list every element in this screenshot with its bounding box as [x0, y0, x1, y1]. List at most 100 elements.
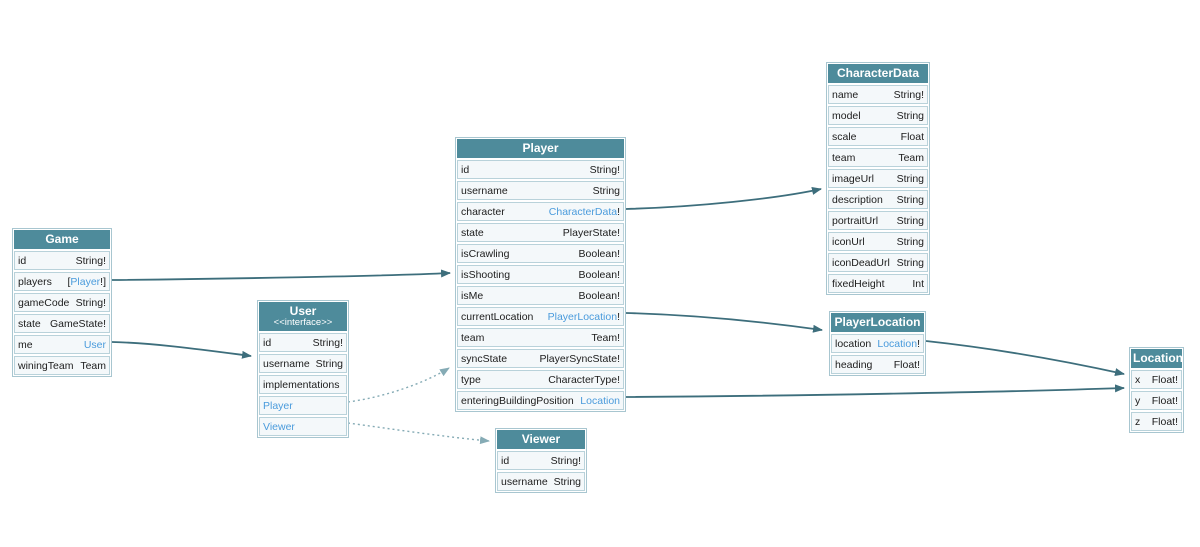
- field-name: model: [832, 109, 861, 122]
- field-row-z[interactable]: z Float!: [1131, 412, 1182, 431]
- field-row-fixedHeight[interactable]: fixedHeight Int: [828, 274, 928, 293]
- field-row-state[interactable]: state PlayerState!: [457, 223, 624, 242]
- type-text: CharacterType!: [548, 373, 620, 386]
- field-name: scale: [832, 130, 857, 143]
- table-header-game[interactable]: Game: [14, 230, 110, 249]
- field-row-Player[interactable]: Player: [259, 396, 347, 415]
- type-link[interactable]: CharacterData: [548, 205, 618, 218]
- table-title: User: [289, 304, 317, 318]
- table-header-player[interactable]: Player: [457, 139, 624, 158]
- type-text: Boolean!: [578, 247, 620, 260]
- type-link[interactable]: Location: [580, 394, 620, 407]
- field-row-isShooting[interactable]: isShooting Boolean!: [457, 265, 624, 284]
- type-text: !: [617, 310, 620, 323]
- field-row-implementations[interactable]: implementations: [259, 375, 347, 394]
- field-name: me: [18, 338, 33, 351]
- table-header-user[interactable]: User<<interface>>: [259, 302, 347, 331]
- field-row-model[interactable]: model String: [828, 106, 928, 125]
- type-text: String!: [312, 336, 343, 349]
- field-name: z: [1135, 415, 1141, 428]
- field-name: username: [263, 357, 310, 370]
- field-name: fixedHeight: [832, 277, 885, 290]
- table-header-playerlocation[interactable]: PlayerLocation: [831, 313, 924, 332]
- field-name: id: [18, 254, 27, 267]
- field-name: state: [461, 226, 484, 239]
- arrow-user-player-to-player: [347, 367, 450, 403]
- type-text: Boolean!: [578, 268, 620, 281]
- table-title: CharacterData: [836, 66, 920, 80]
- type-link[interactable]: User: [83, 338, 106, 351]
- type-link[interactable]: Player: [70, 275, 101, 288]
- field-row-id[interactable]: id String!: [14, 251, 110, 270]
- type-link[interactable]: PlayerLocation: [547, 310, 618, 323]
- field-type: String: [554, 476, 581, 488]
- type-text: String: [896, 235, 924, 248]
- field-row-Viewer[interactable]: Viewer: [259, 417, 347, 436]
- arrow-player-currentlocation-to-playerlocation: [625, 312, 823, 333]
- arrow-player-enteringbuildingposition-to-location: [625, 384, 1125, 398]
- field-type: String: [897, 110, 924, 122]
- field-row-players[interactable]: players[Player!]: [14, 272, 110, 291]
- field-type: [Player!]: [67, 276, 106, 288]
- field-name: username: [501, 475, 548, 488]
- field-name-link[interactable]: Player: [263, 399, 293, 412]
- field-type: String!: [76, 255, 106, 267]
- field-type: Boolean!: [579, 269, 620, 281]
- field-type: Team: [898, 152, 924, 164]
- table-header-viewer[interactable]: Viewer: [497, 430, 585, 449]
- field-type: Float: [901, 131, 924, 143]
- field-type: Float!: [1152, 416, 1178, 428]
- table-header-characterdata[interactable]: CharacterData: [828, 64, 928, 83]
- field-name: id: [461, 163, 470, 176]
- field-type: PlayerState!: [563, 227, 620, 239]
- type-text: String!: [75, 254, 106, 267]
- field-type: Int: [912, 278, 924, 290]
- field-name: isShooting: [461, 268, 511, 281]
- type-text: !: [617, 205, 620, 218]
- type-text: Team: [80, 359, 106, 372]
- field-row-scale[interactable]: scale Float: [828, 127, 928, 146]
- field-row-username[interactable]: username String: [497, 472, 585, 491]
- field-name-link[interactable]: Viewer: [263, 420, 295, 433]
- type-text: Float!: [893, 358, 920, 371]
- type-link[interactable]: Location: [877, 337, 918, 350]
- type-text: String: [896, 256, 924, 269]
- table-header-location[interactable]: Location: [1131, 349, 1183, 368]
- field-row-me[interactable]: me User: [14, 335, 110, 354]
